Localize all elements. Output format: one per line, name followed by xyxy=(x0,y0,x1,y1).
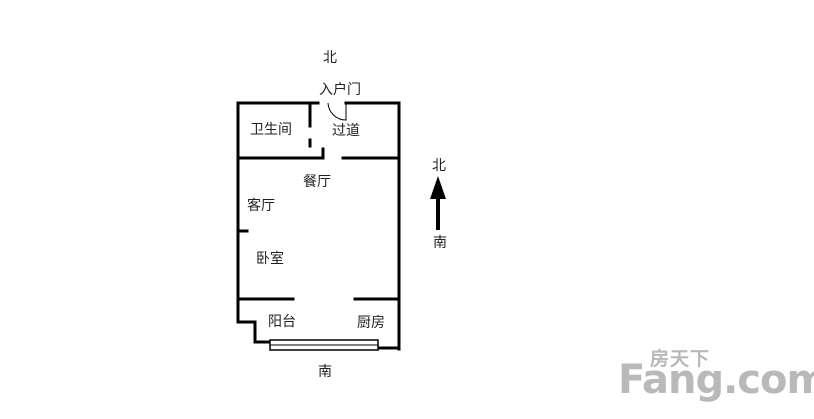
living-room-label: 客厅 xyxy=(247,198,275,214)
arrow-south-label: 南 xyxy=(433,235,447,251)
entrance-door-swing xyxy=(327,102,347,121)
compass-north-label: 北 xyxy=(323,50,337,66)
entrance-door-label: 入户门 xyxy=(319,82,361,98)
compass-south-label: 南 xyxy=(318,364,332,380)
hallway-label: 过道 xyxy=(332,123,360,139)
watermark-en-text: Fang.com xyxy=(618,357,814,403)
bedroom-label: 卧室 xyxy=(256,251,284,267)
arrow-north-label: 北 xyxy=(432,158,446,174)
bathroom-label: 卫生间 xyxy=(250,122,292,138)
balcony-window xyxy=(269,339,379,351)
fang-watermark-logo: 房天下 Fang.com xyxy=(616,343,814,403)
balcony-label: 阳台 xyxy=(268,314,296,330)
dining-room-label: 餐厅 xyxy=(303,174,331,190)
north-arrow-icon xyxy=(430,176,446,230)
watermark-cn-text: 房天下 xyxy=(650,348,711,370)
kitchen-label: 厨房 xyxy=(357,315,385,331)
